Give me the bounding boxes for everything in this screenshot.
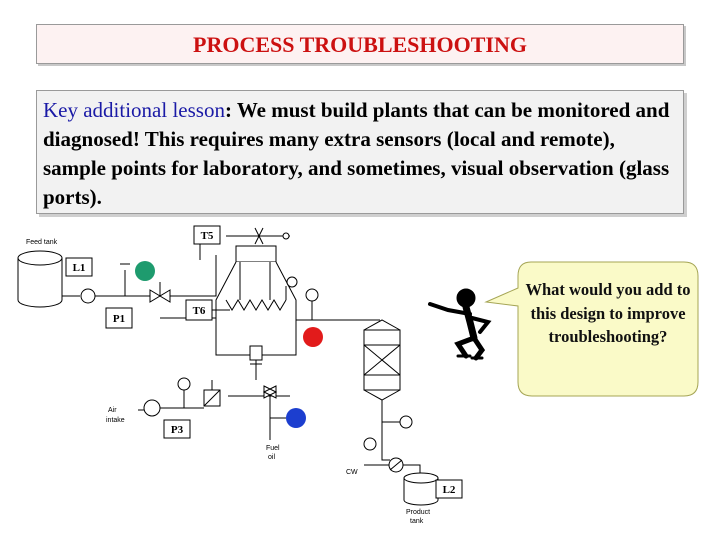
product-tank [403, 472, 439, 506]
air-intake-label-1: Air [108, 407, 117, 414]
feed-to-column [190, 255, 217, 297]
stack-end [282, 232, 290, 240]
product-tank-label-2: tank [410, 518, 424, 525]
l1-label: L1 [73, 262, 86, 274]
callout-question: What would you add to this design to imp… [525, 280, 691, 346]
level-tap [120, 263, 130, 296]
burner-tip [250, 363, 262, 380]
green-sensor-icon [135, 261, 155, 281]
stack-valve [254, 227, 264, 245]
product-tank-label-1: Product [406, 509, 430, 516]
slide-title: PROCESS TROUBLESHOOTING [36, 24, 684, 64]
lesson-colon: : [224, 98, 237, 122]
fuel-control-valve [262, 385, 278, 399]
t6-tag [185, 299, 213, 321]
air-blower [143, 399, 161, 417]
l2-tag [435, 479, 463, 499]
feed-tank [17, 250, 63, 308]
outlet-indicator [305, 288, 319, 302]
furnace-column [215, 245, 297, 356]
cooler-line [381, 422, 390, 461]
t5-tag [193, 225, 221, 245]
lesson-text-box: Key additional lesson: We must build pla… [36, 90, 684, 214]
t5-label: T5 [201, 230, 214, 242]
stick-figure-icon [428, 288, 492, 361]
red-sensor-icon [303, 327, 323, 347]
blue-sensor-icon [286, 408, 306, 428]
l2-label: L2 [443, 484, 456, 496]
reactor-outlet [381, 400, 400, 423]
air-intake-label-2: intake [106, 417, 125, 424]
p3-tag [163, 419, 191, 439]
l1-tag [65, 257, 93, 277]
feed-tank-label: Feed tank [26, 239, 58, 246]
reactor-vessel [363, 319, 401, 401]
lesson-body: We must build plants that can be monitor… [43, 98, 670, 209]
cw-indicator [363, 437, 377, 451]
callout-bubble [484, 261, 699, 397]
t6-label: T6 [193, 305, 206, 317]
fuel-valve-mark [203, 389, 221, 407]
column-top-indicator [286, 276, 298, 288]
cw-label: CW [346, 469, 358, 476]
air-flow-indicator [177, 377, 191, 391]
p1-label: P1 [113, 313, 125, 325]
reactor-outlet-indicator [399, 415, 413, 429]
lesson-lead: Key additional lesson [43, 98, 225, 122]
p3-label: P3 [171, 424, 184, 436]
cooler-mark [389, 459, 403, 471]
fuel-oil-label-1: Fuel [266, 445, 280, 452]
fuel-oil-label-2: oil [268, 454, 275, 461]
feed-pump [80, 288, 96, 304]
p1-tag [105, 307, 133, 329]
burner [249, 345, 263, 361]
